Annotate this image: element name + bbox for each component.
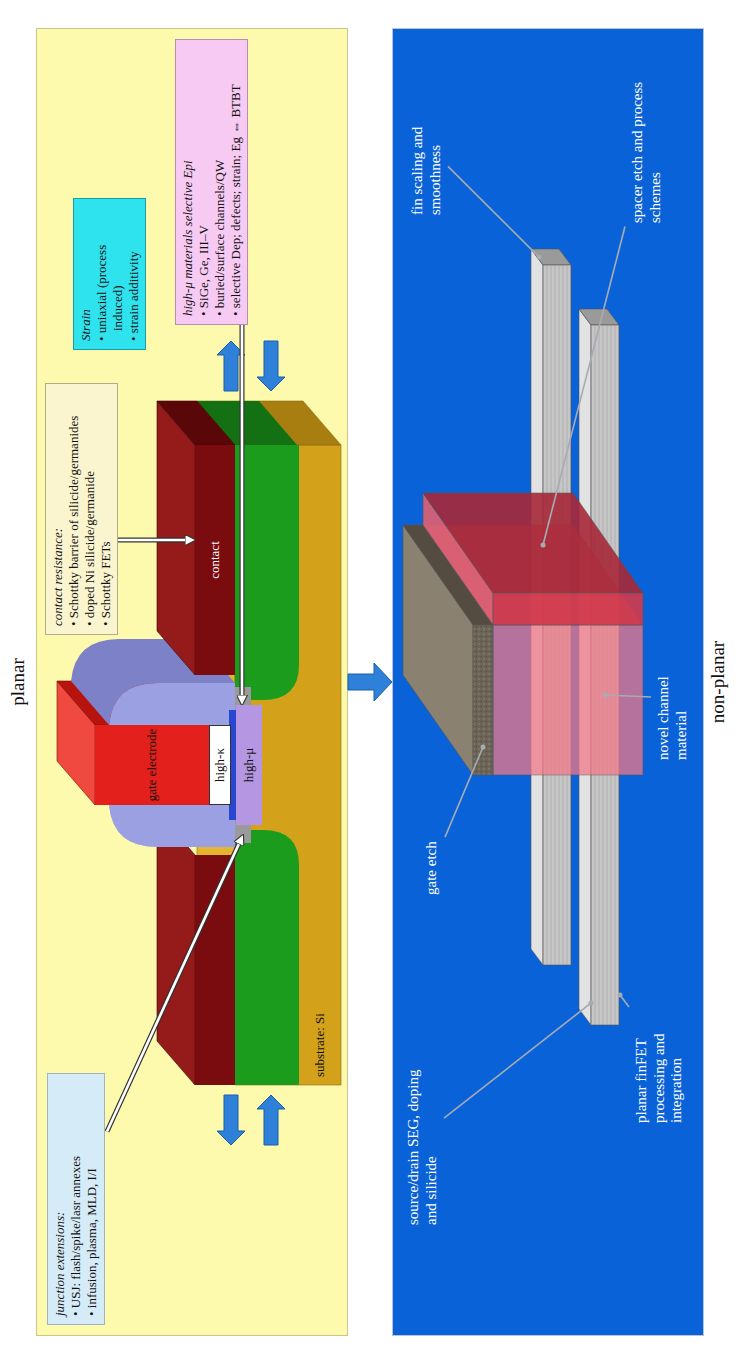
callout-bullet: • buried/surface channels/QW [212,48,228,316]
strain-arrow [257,341,285,391]
pointer-arrow-outline [240,325,245,695]
annotation-label: gate etch [423,841,441,895]
callout-bullet: • USJ: flash/spike/lasr annexes [68,1082,84,1316]
leader-line [444,1003,591,1118]
spacer-block-side [423,493,643,593]
callout-box: Strain• uniaxial (process induced)• stra… [73,198,146,350]
connector-arrow [118,540,185,541]
leader-line [448,166,539,257]
panel-heading: planar [7,29,29,1335]
block-arrow [348,663,392,701]
leader-line [543,227,625,545]
high-k-dielectric: high-κ [209,725,231,805]
source-well [235,830,299,1085]
annotation-label: spacer etch and process schemes [629,63,664,223]
callout-bullet: • infusion, plasma, MLD, I/I [84,1082,100,1316]
part-label: gate electrode [145,729,160,802]
annotation-label: novel channel material [655,636,690,760]
part-label: contact [208,541,223,579]
gate-electrode: gate electrode [95,725,209,805]
part-label: substrate: Si [313,1013,328,1077]
strain-arrow [217,1095,245,1145]
callout-bullet: • SiGe, Ge, III–V [196,48,212,316]
pointer-arrow [241,325,244,695]
leader-line [605,695,651,697]
pointer-arrow [118,539,185,542]
callout-bullet: • Schottky barrier of silicide/germanide… [66,392,82,626]
non-planar-panel: non-planarsource/drain SEG, doping and s… [392,28,704,1336]
callout-bullet: • uniaxial (process induced) [94,207,126,341]
leader-arrow [107,844,239,1131]
leader-arrow-outline [107,844,239,1131]
leader-dot [603,693,608,698]
annotation-label: planar finFET processing and integration [633,973,686,1123]
callout-box: junction extensions:• USJ: flash/spike/l… [47,1073,105,1325]
callout-box: contact resistance:• Schottky barrier of… [45,383,118,635]
callout-heading: contact resistance: [50,392,66,626]
spacer [109,683,235,725]
leader-dot [481,745,486,750]
callout-bullet: • strain additivity [126,207,142,341]
pointer-arrow-outline [118,538,185,543]
leader-dot [537,255,542,260]
connector-arrow [242,325,243,695]
connector-arrow [348,663,392,701]
fin-side [531,249,571,265]
gate-cap-front [473,625,493,775]
leader-dot [589,1001,594,1006]
contact-front [195,855,235,1085]
panel-heading: non-planar [707,29,729,1335]
planar-panel: junction extensions:• USJ: flash/spike/l… [36,28,348,1336]
contact-block: contact [195,445,235,675]
callout-heading: high-μ materials selective Epi [180,48,196,316]
annotation-label: source/drain SEG, doping and silicide [405,1045,440,1225]
leader-dot [541,543,546,548]
leader-line [445,747,483,837]
high-mobility-channel: high-μ [236,705,262,825]
callout-heading: Strain [78,207,94,341]
substrate-front [235,445,341,1085]
substrate-label: substrate: Si [305,927,335,1077]
callout-bullet: • doped Ni silicide/germanide [82,392,98,626]
spacer [109,805,235,847]
contact-side [157,401,235,445]
spacer-block [423,493,643,625]
part-label: high-μ [242,748,257,782]
spacer-block-front [493,593,643,625]
gate-block-front [493,625,643,775]
fin-side [579,309,619,325]
drain-well [235,445,299,700]
callout-bullet: • Schottky FETs [98,392,114,626]
callout-heading: junction extensions: [52,1082,68,1316]
part-label: high-κ [213,748,228,782]
annotation-label: fin scaling and smoothness [409,75,444,215]
callout-bullet: • selective Dep; defects; strain; Eg ⇔ B… [228,48,244,316]
leader-dot [618,993,623,998]
callout-box: high-μ materials selective Epi• SiGe, Ge… [175,39,248,325]
strain-arrow [257,1095,285,1145]
